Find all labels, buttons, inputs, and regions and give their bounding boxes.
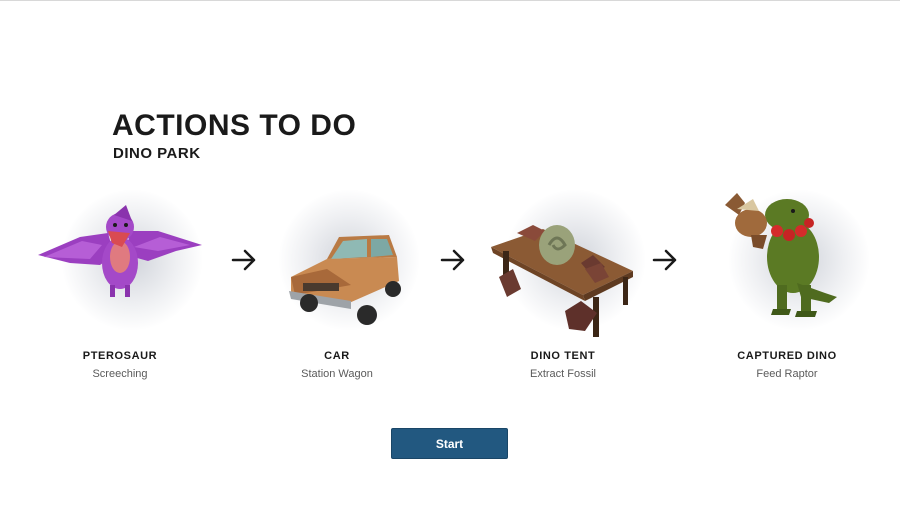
top-divider [0, 0, 900, 1]
arrow-right-icon [231, 249, 256, 271]
pterosaur-icon [38, 205, 202, 297]
step-label: DINO TENT [530, 350, 596, 362]
step-description: Screeching [92, 368, 148, 380]
step-label: PTEROSAUR [82, 350, 158, 362]
page-title: ACTIONS TO DO [112, 109, 357, 142]
step-card-pterosaur: PTEROSAUR Screeching [30, 185, 210, 395]
step-card-dino-tent: DINO TENT Extract Fossil [473, 185, 653, 395]
step-card-captured-dino: CAPTURED DINO Feed Raptor [697, 185, 877, 395]
step-description: Feed Raptor [756, 368, 818, 380]
step-description: Station Wagon [301, 368, 373, 380]
dino-tent-icon [491, 225, 633, 337]
step-label: CAR [324, 350, 350, 362]
step-description: Extract Fossil [529, 368, 596, 380]
step-card-car: CAR Station Wagon [247, 185, 427, 395]
car-icon [289, 235, 401, 325]
page-subtitle: DINO PARK [113, 145, 201, 162]
start-button[interactable]: Start [391, 428, 508, 459]
step-label: CAPTURED DINO [737, 350, 837, 362]
captured-dino-icon [725, 193, 837, 317]
arrow-right-icon [440, 249, 465, 271]
arrow-right-icon [652, 249, 677, 271]
